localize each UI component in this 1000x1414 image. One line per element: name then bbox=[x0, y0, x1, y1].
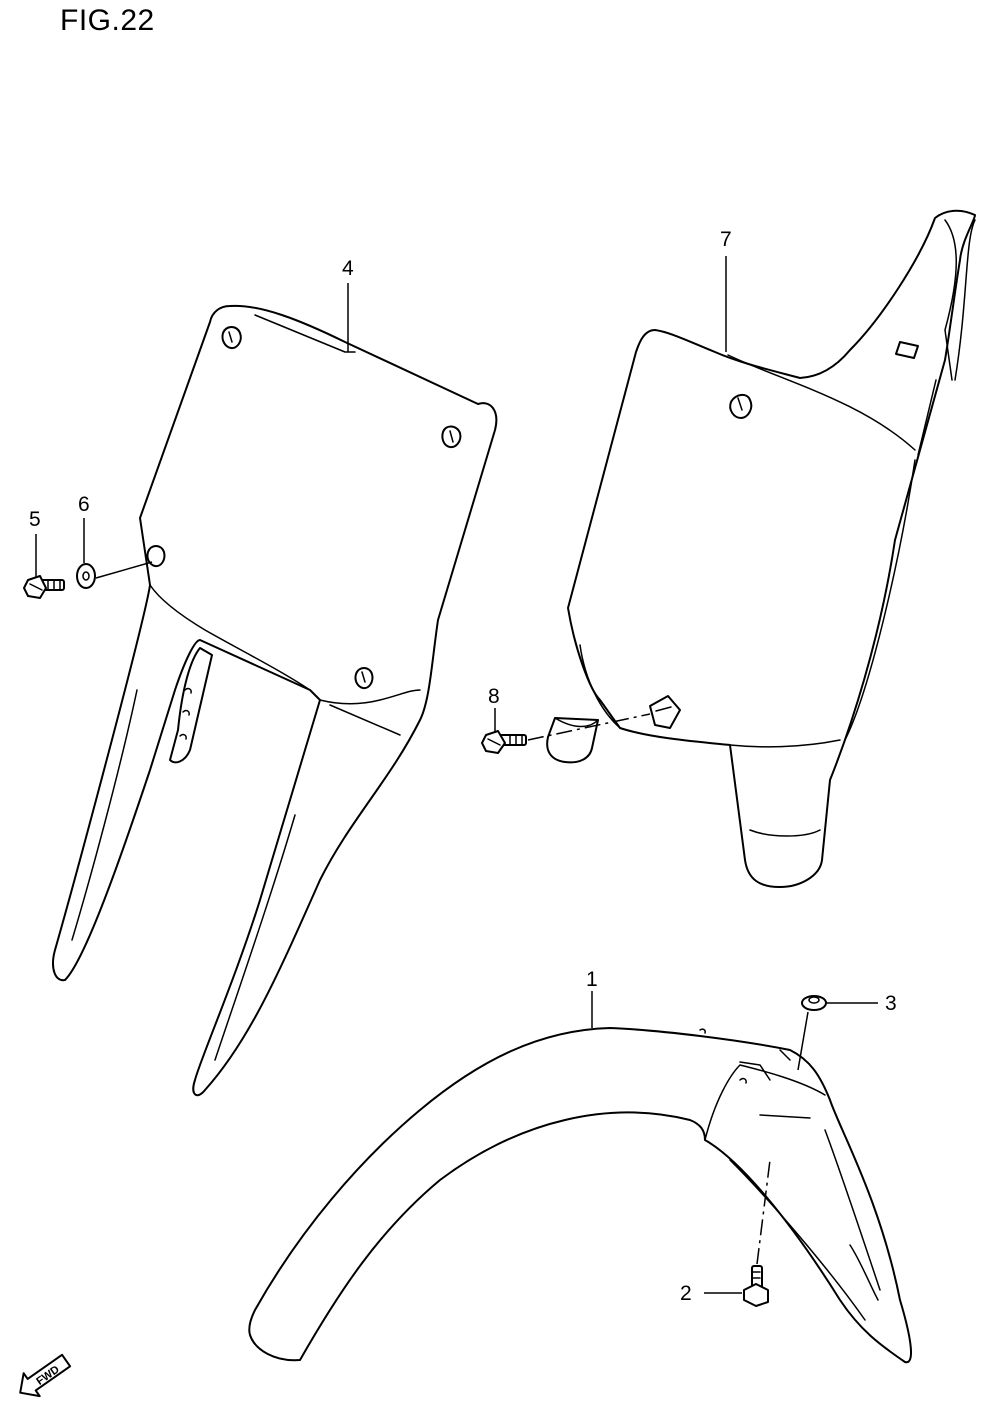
part-1-front-fender bbox=[248, 1027, 912, 1364]
arrow-left-down-icon bbox=[19, 1353, 72, 1398]
callout-5: 5 bbox=[29, 508, 41, 531]
fwd-direction-badge: FWD bbox=[19, 1353, 72, 1398]
callout-6: 6 bbox=[78, 493, 90, 516]
callout-4: 4 bbox=[342, 257, 354, 280]
figure-title: FIG.22 bbox=[60, 4, 155, 37]
callout-1: 1 bbox=[586, 968, 598, 991]
callout-3: 3 bbox=[885, 992, 897, 1015]
callout-8: 8 bbox=[488, 685, 500, 708]
callout-7: 7 bbox=[720, 228, 732, 251]
part-7-number-plate bbox=[546, 209, 976, 888]
part-3-nut bbox=[801, 995, 827, 1011]
part-2-bolt bbox=[743, 1265, 769, 1307]
callout-2: 2 bbox=[680, 1282, 692, 1305]
callout-labels: 4 7 5 6 8 1 3 2 bbox=[29, 228, 897, 1305]
part-8-bolt bbox=[481, 730, 527, 754]
part-6-washer bbox=[76, 563, 96, 589]
part-5-bolt bbox=[23, 575, 65, 599]
part-4-number-plate bbox=[52, 304, 498, 1097]
leader-lines bbox=[35, 256, 878, 1294]
